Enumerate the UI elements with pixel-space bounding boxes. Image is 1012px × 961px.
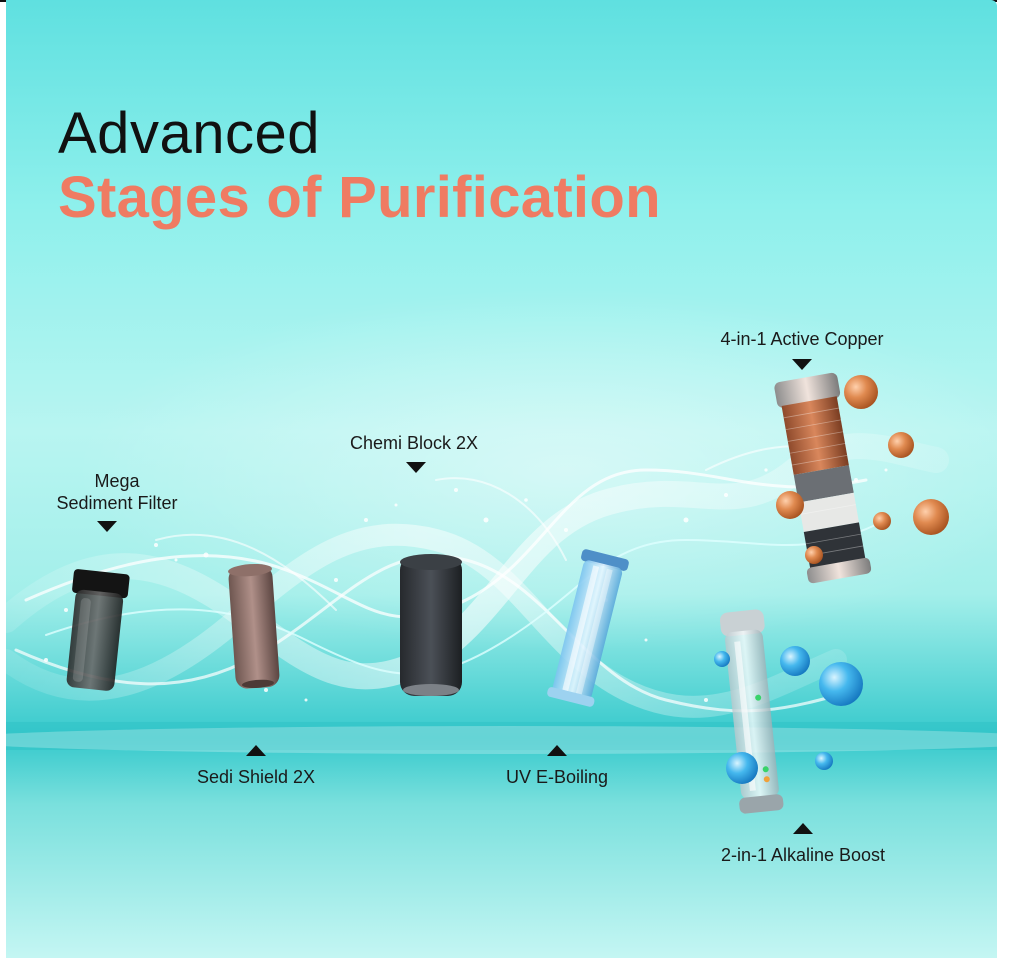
chemi-block-filter-image: [400, 554, 462, 696]
uv-e-boiling-tube-image: [547, 549, 629, 707]
label-sedi-shield: Sedi Shield 2X: [196, 767, 316, 787]
right-margin: [997, 0, 1012, 961]
label-active-copper: 4-in-1 Active Copper: [720, 329, 884, 349]
pointer-up-sedi-shield: [246, 745, 266, 756]
heading-line-1: Advanced: [58, 101, 320, 166]
label-mega-sediment-line1: Mega: [94, 471, 140, 491]
label-mega-sediment-line2: Sediment Filter: [56, 493, 178, 513]
infographic-card: Advanced Stages of Purification Mega Sed…: [6, 0, 997, 958]
pointer-down-chemi-block: [406, 462, 426, 473]
sedi-shield-filter-image: [228, 563, 280, 689]
pointer-up-uv-boiling: [547, 745, 567, 756]
label-uv-boiling: UV E-Boiling: [505, 767, 609, 787]
copper-spheres: [776, 375, 949, 564]
blue-spheres: [714, 646, 863, 784]
pointer-down-mega-sediment: [97, 521, 117, 532]
label-chemi-block: Chemi Block 2X: [349, 433, 479, 453]
label-alkaline-boost: 2-in-1 Alkaline Boost: [720, 845, 886, 865]
pointer-down-active-copper: [792, 359, 812, 370]
mega-sediment-filter-image: [66, 569, 130, 691]
active-copper-cartridge-image: [774, 372, 872, 584]
pointer-up-alkaline-boost: [793, 823, 813, 834]
label-mega-sediment: Mega Sediment Filter: [32, 470, 202, 514]
heading-line-2: Stages of Purification: [58, 165, 661, 230]
